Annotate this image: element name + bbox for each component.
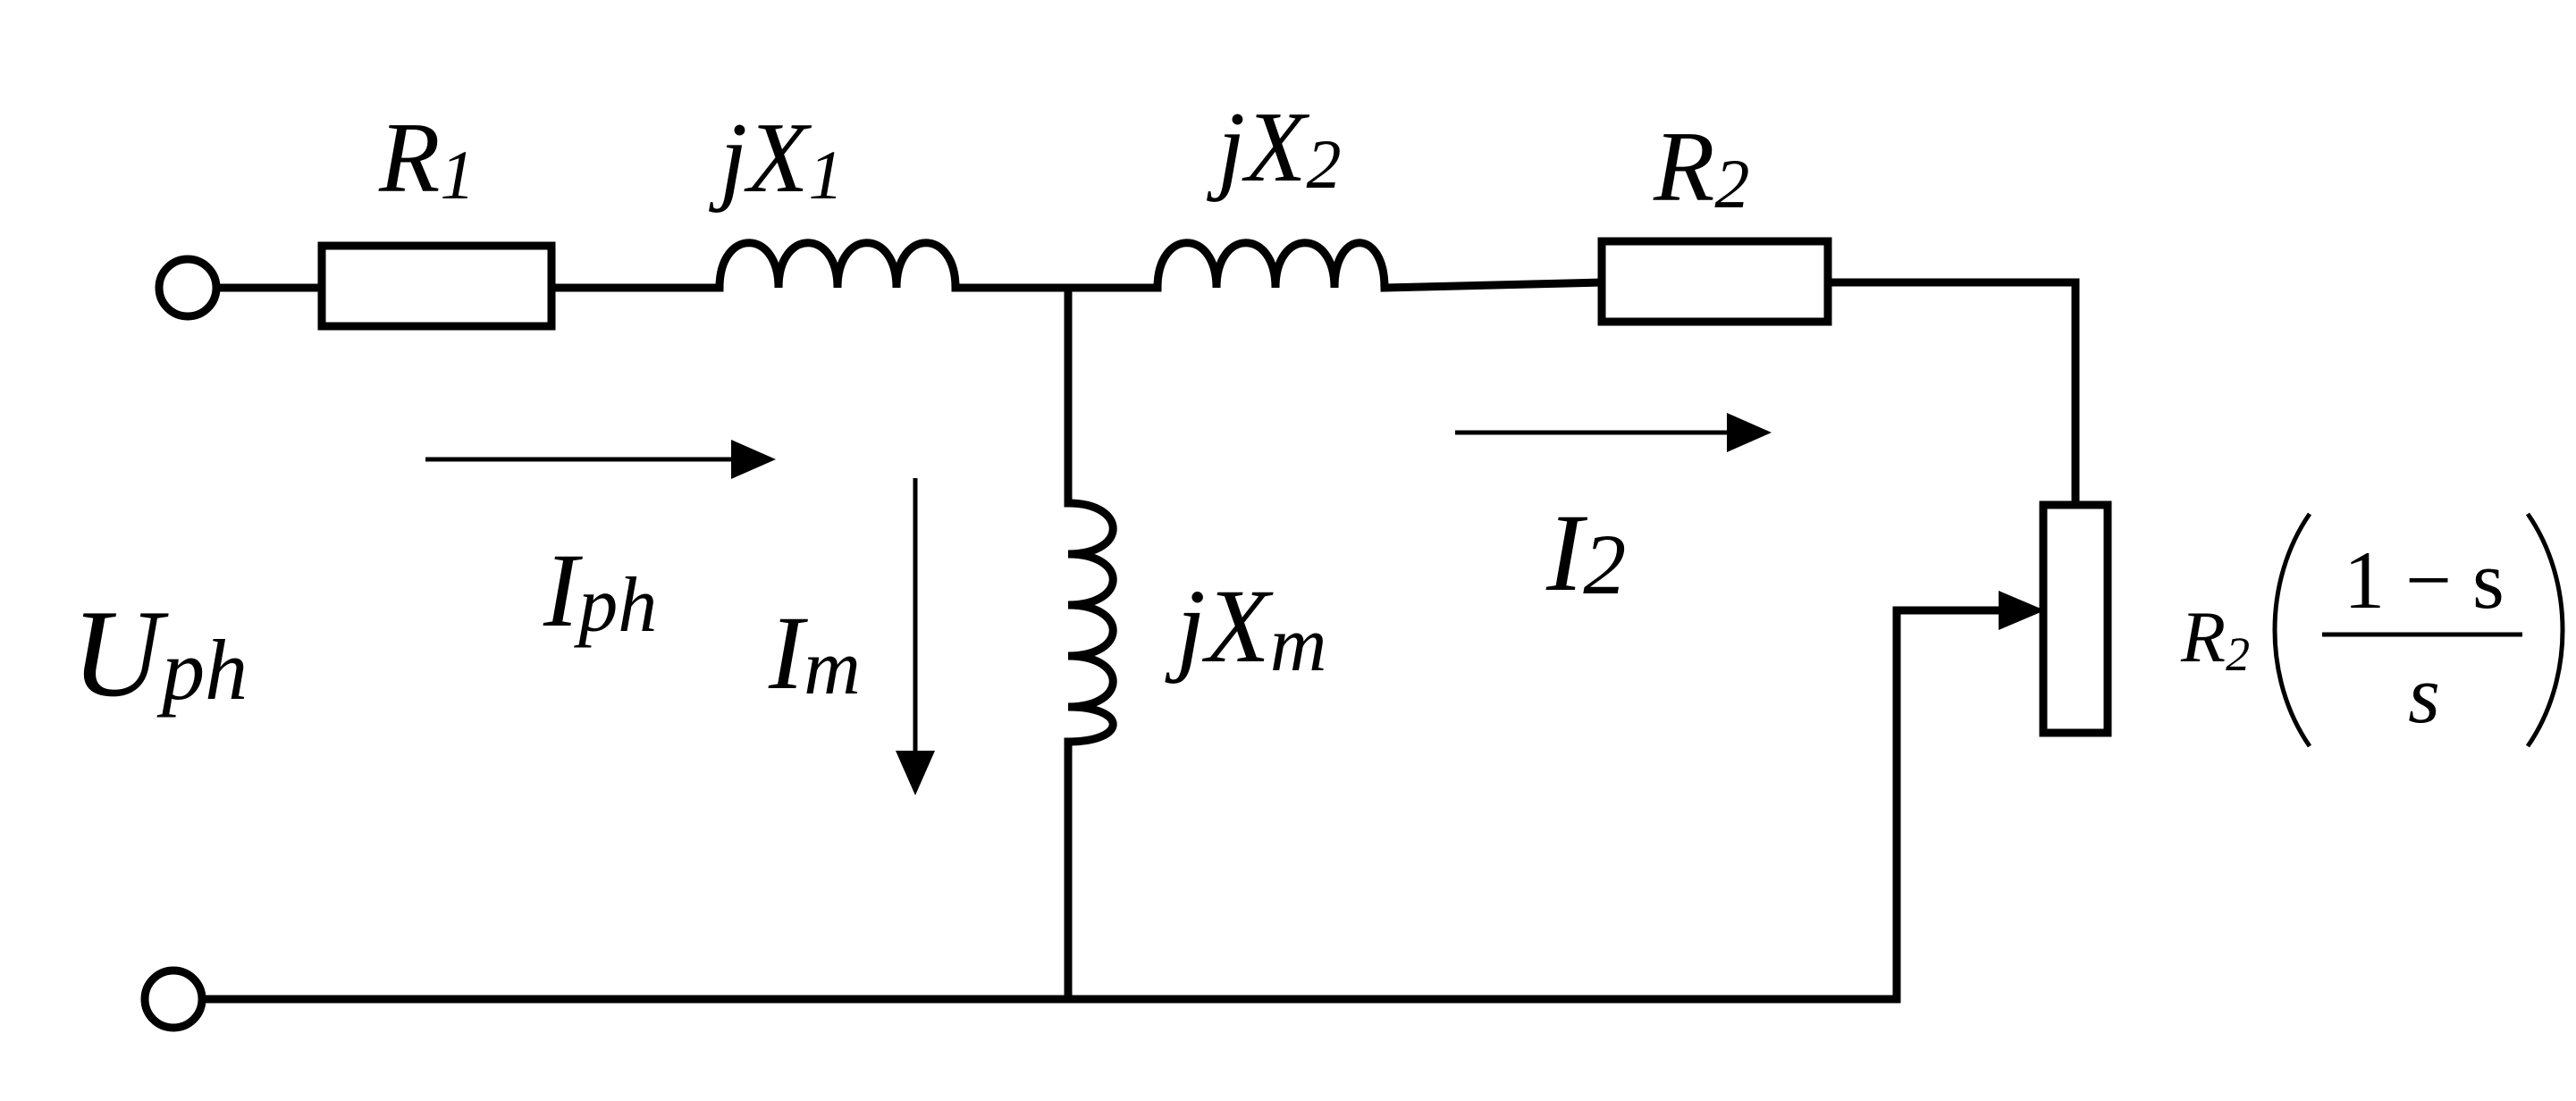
label-x1: jX1 xyxy=(709,103,844,214)
wire-r2-to-load xyxy=(1823,278,2080,509)
wire-x2-to-r2 xyxy=(1380,278,1606,292)
label-im: Im xyxy=(768,594,861,711)
load-expression: R2 1 − s s xyxy=(2180,512,2565,748)
label-i2: I2 xyxy=(1545,492,1626,614)
label-load-numerator: 1 − s xyxy=(2344,534,2504,626)
label-load-r: R2 xyxy=(2180,596,2250,681)
label-x2: jX2 xyxy=(1207,92,1342,203)
inductor-x2 xyxy=(1153,239,1389,292)
inductor-x1 xyxy=(715,239,960,292)
load-wiper-arrowhead xyxy=(1999,591,2045,630)
arrow-iph-head xyxy=(731,440,776,479)
resistor-r2 xyxy=(1597,237,1832,326)
inductor-xm xyxy=(1064,499,1117,746)
input-terminal-top xyxy=(155,255,221,321)
input-terminal-bottom xyxy=(140,966,206,1032)
arrow-i2-head xyxy=(1727,413,1772,452)
arrow-im-head xyxy=(896,751,935,795)
label-r2: R2 xyxy=(1653,112,1749,223)
label-iph: Iph xyxy=(543,532,657,649)
load-right-paren xyxy=(2525,512,2565,748)
resistor-r1 xyxy=(317,241,556,331)
label-r1: R1 xyxy=(378,103,475,214)
label-xm: jXm xyxy=(1165,567,1326,688)
load-resistor xyxy=(2039,500,2112,737)
load-left-paren xyxy=(2272,512,2312,748)
wire-load-wiper xyxy=(1892,606,2007,1004)
label-load-denominator: s xyxy=(2408,649,2440,740)
label-uph: Uph xyxy=(72,584,248,723)
